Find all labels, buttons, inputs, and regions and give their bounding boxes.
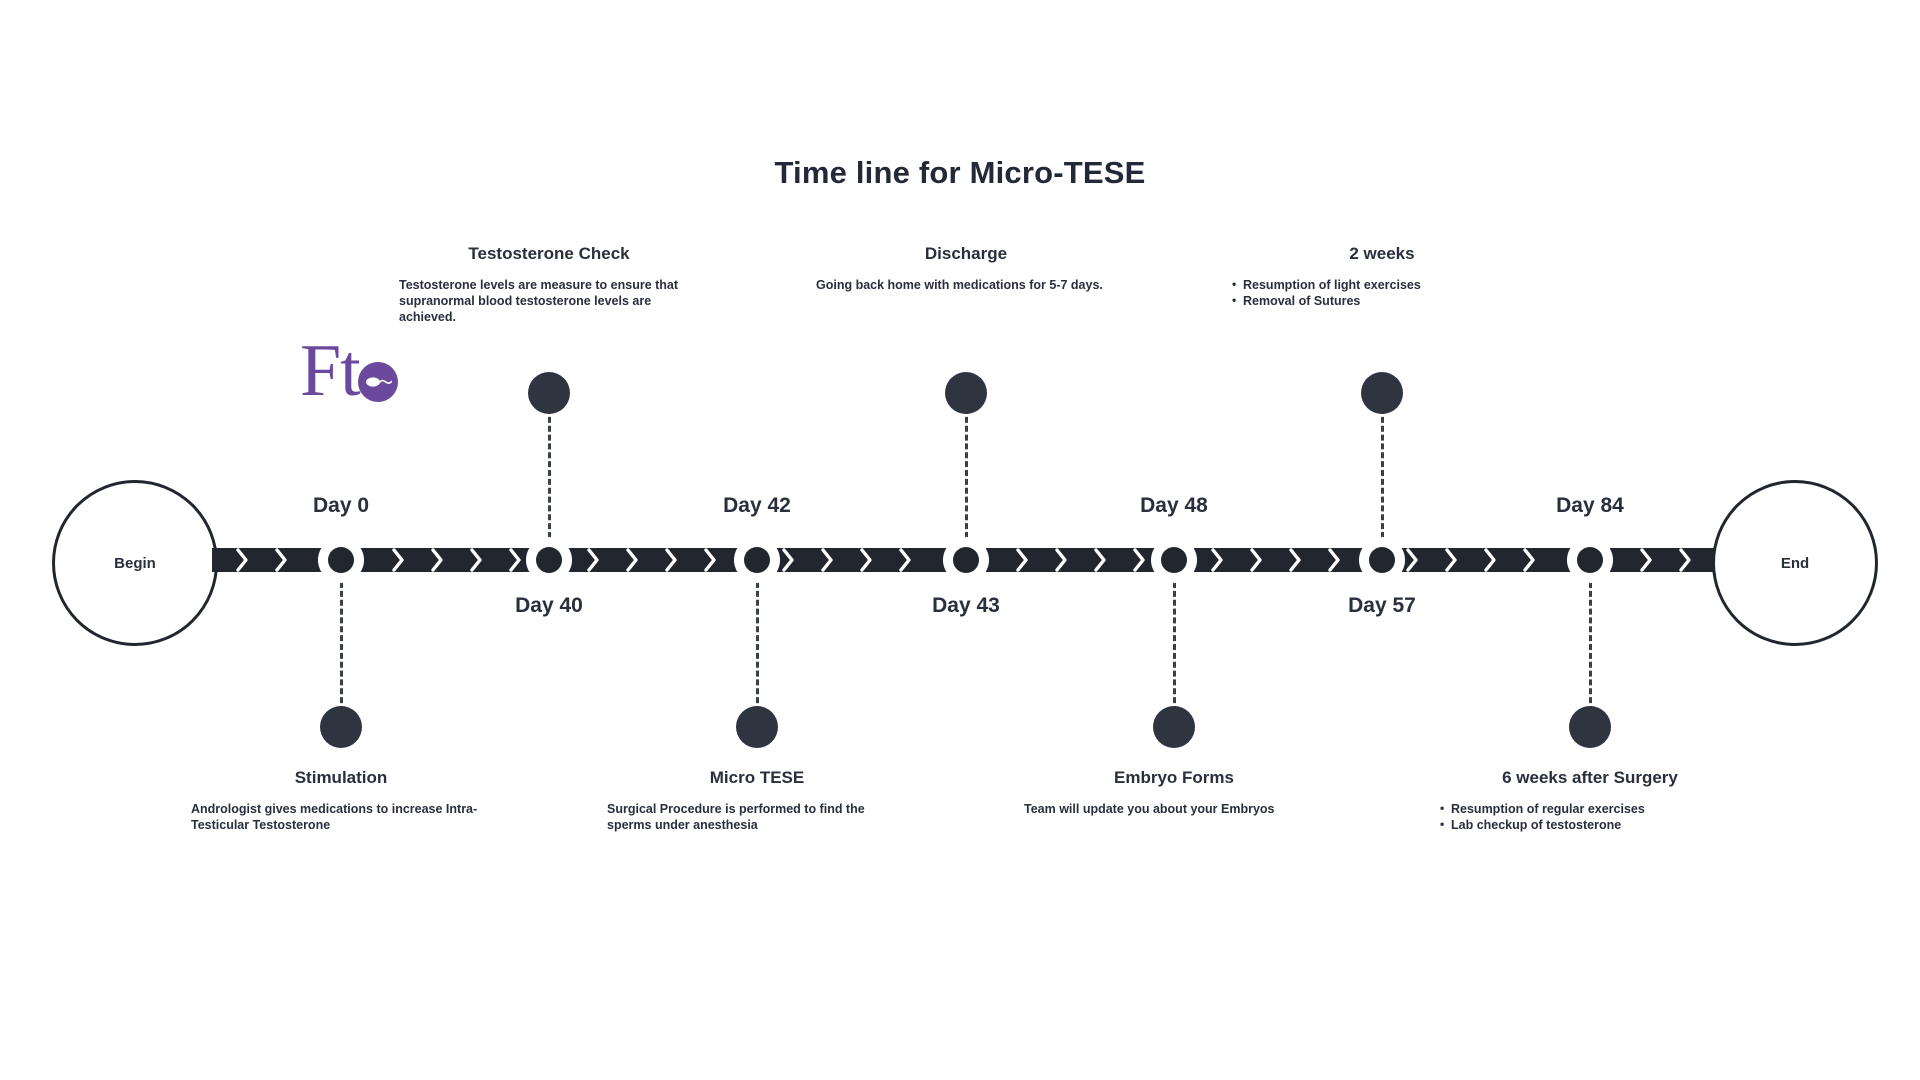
callout-body-discharge: Going back home with medications for 5-7… xyxy=(816,278,1103,292)
milestone-connector-line xyxy=(1589,582,1592,712)
milestone-marker-six-weeks-after-surgery[interactable] xyxy=(1570,540,1610,580)
day-label-stimulation: Day 0 xyxy=(312,494,370,517)
timeline-begin-node: Begin xyxy=(52,480,218,646)
callout-two-weeks: 2 weeksResumption of light exercisesRemo… xyxy=(1232,244,1532,310)
milestone-node-dot xyxy=(528,372,570,414)
callout-micro-tese: Micro TESE Surgical Procedure is performe… xyxy=(607,768,907,834)
milestone-node-dot xyxy=(1361,372,1403,414)
callout-body-embryo-forms: Team will update you about your Embryos xyxy=(1024,802,1275,816)
callout-body-testosterone-check: Testosterone levels are measure to ensur… xyxy=(399,278,679,324)
milestone-connector-line xyxy=(756,582,759,712)
callout-heading-micro-tese: Micro TESE xyxy=(709,768,805,787)
day-label-embryo-forms: Day 48 xyxy=(1140,494,1208,517)
milestone-node-dot xyxy=(320,706,362,748)
milestone-node-dot xyxy=(945,372,987,414)
callout-heading-discharge: Discharge xyxy=(924,244,1008,263)
milestone-marker-core xyxy=(953,547,979,573)
milestone-marker-discharge[interactable] xyxy=(946,540,986,580)
day-label-two-weeks: Day 57 xyxy=(1348,594,1416,617)
callout-six-weeks-after-surgery: 6 weeks after SurgeryResumption of regul… xyxy=(1440,768,1740,834)
page-title: Time line for Micro-TESE xyxy=(774,155,1146,190)
day-label-micro-tese: Day 42 xyxy=(723,494,791,517)
callout-heading-embryo-forms: Embryo Forms xyxy=(1114,768,1234,787)
callout-list-item: Resumption of regular exercises xyxy=(1440,801,1740,818)
milestone-connector-line xyxy=(340,582,343,712)
milestone-node-dot xyxy=(1153,706,1195,748)
callout-list-item: Removal of Sutures xyxy=(1232,293,1532,310)
milestone-marker-core xyxy=(1577,547,1603,573)
callout-list-two-weeks: Resumption of light exercisesRemoval of … xyxy=(1232,277,1532,310)
milestone-connector-line xyxy=(965,408,968,538)
callout-body-stimulation: Andrologist gives medications to increas… xyxy=(191,802,478,832)
callout-list-item: Resumption of light exercises xyxy=(1232,277,1532,294)
milestone-node-dot xyxy=(736,706,778,748)
callout-body-micro-tese: Surgical Procedure is performed to find … xyxy=(607,802,865,832)
milestone-marker-core xyxy=(1161,547,1187,573)
milestone-marker-testosterone-check[interactable] xyxy=(529,540,569,580)
milestone-connector-line xyxy=(548,408,551,538)
sperm-icon xyxy=(357,362,398,402)
day-label-six-weeks-after-surgery: Day 84 xyxy=(1556,494,1624,517)
callout-heading-stimulation: Stimulation xyxy=(294,768,388,787)
milestone-marker-core xyxy=(744,547,770,573)
milestone-marker-core xyxy=(1369,547,1395,573)
brand-wordmark: Ft xyxy=(300,329,361,412)
timeline-end-node: End xyxy=(1712,480,1878,646)
callout-heading-two-weeks: 2 weeks xyxy=(1349,244,1415,263)
milestone-connector-line xyxy=(1173,582,1176,712)
day-label-discharge: Day 43 xyxy=(932,594,1000,617)
timeline-begin-label: Begin xyxy=(114,554,156,572)
milestone-marker-core xyxy=(328,547,354,573)
brand-logo: Ft xyxy=(300,329,398,412)
callout-list-item: Lab checkup of testosterone xyxy=(1440,817,1740,834)
milestone-marker-micro-tese[interactable] xyxy=(737,540,777,580)
day-label-testosterone-check: Day 40 xyxy=(515,594,583,617)
milestone-marker-embryo-forms[interactable] xyxy=(1154,540,1194,580)
timeline-end-label: End xyxy=(1780,554,1810,572)
milestone-marker-core xyxy=(536,547,562,573)
callout-heading-testosterone-check: Testosterone Check xyxy=(468,244,630,263)
callout-list-six-weeks-after-surgery: Resumption of regular exercisesLab check… xyxy=(1440,801,1740,834)
callout-heading-six-weeks-after-surgery: 6 weeks after Surgery xyxy=(1502,768,1678,787)
milestone-connector-line xyxy=(1381,408,1384,538)
milestone-marker-stimulation[interactable] xyxy=(321,540,361,580)
milestone-marker-two-weeks[interactable] xyxy=(1362,540,1402,580)
milestone-node-dot xyxy=(1569,706,1611,748)
